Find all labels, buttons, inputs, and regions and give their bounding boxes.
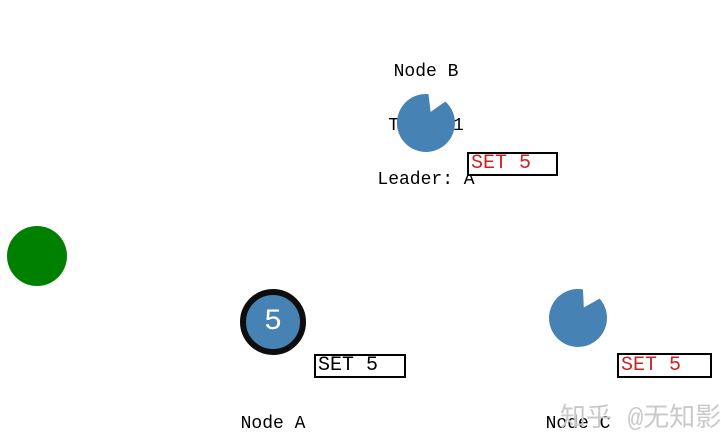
watermark: 知乎 @无知影 bbox=[560, 404, 721, 434]
node-c-label: Node C Term: 1 Leader: A bbox=[478, 379, 678, 448]
node-a-label: Node A Term: 1 bbox=[173, 379, 373, 448]
node-b-timeout-wedge bbox=[396, 93, 455, 152]
node-c-circle[interactable] bbox=[546, 286, 610, 350]
node-a-message-text: SET 5 bbox=[318, 354, 379, 377]
node-c-message-text: SET 5 bbox=[621, 353, 682, 377]
node-b-message-text: SET 5 bbox=[471, 152, 532, 175]
node-a-value: 5 bbox=[263, 305, 282, 339]
node-a-circle[interactable]: 5 bbox=[240, 289, 306, 355]
client-node-circle[interactable] bbox=[7, 226, 67, 286]
node-c-timeout-wedge bbox=[549, 288, 608, 347]
node-c-message-box: SET 5 bbox=[617, 353, 712, 378]
node-b-message-box: SET 5 bbox=[467, 152, 558, 176]
node-a-message-box: SET 5 bbox=[314, 354, 406, 378]
node-b-name: Node B bbox=[393, 62, 459, 82]
node-b-leader: Leader: A bbox=[377, 170, 475, 190]
node-a-name: Node A bbox=[240, 414, 306, 434]
node-b-circle[interactable] bbox=[394, 91, 458, 155]
node-c-name: Node C bbox=[545, 414, 611, 434]
